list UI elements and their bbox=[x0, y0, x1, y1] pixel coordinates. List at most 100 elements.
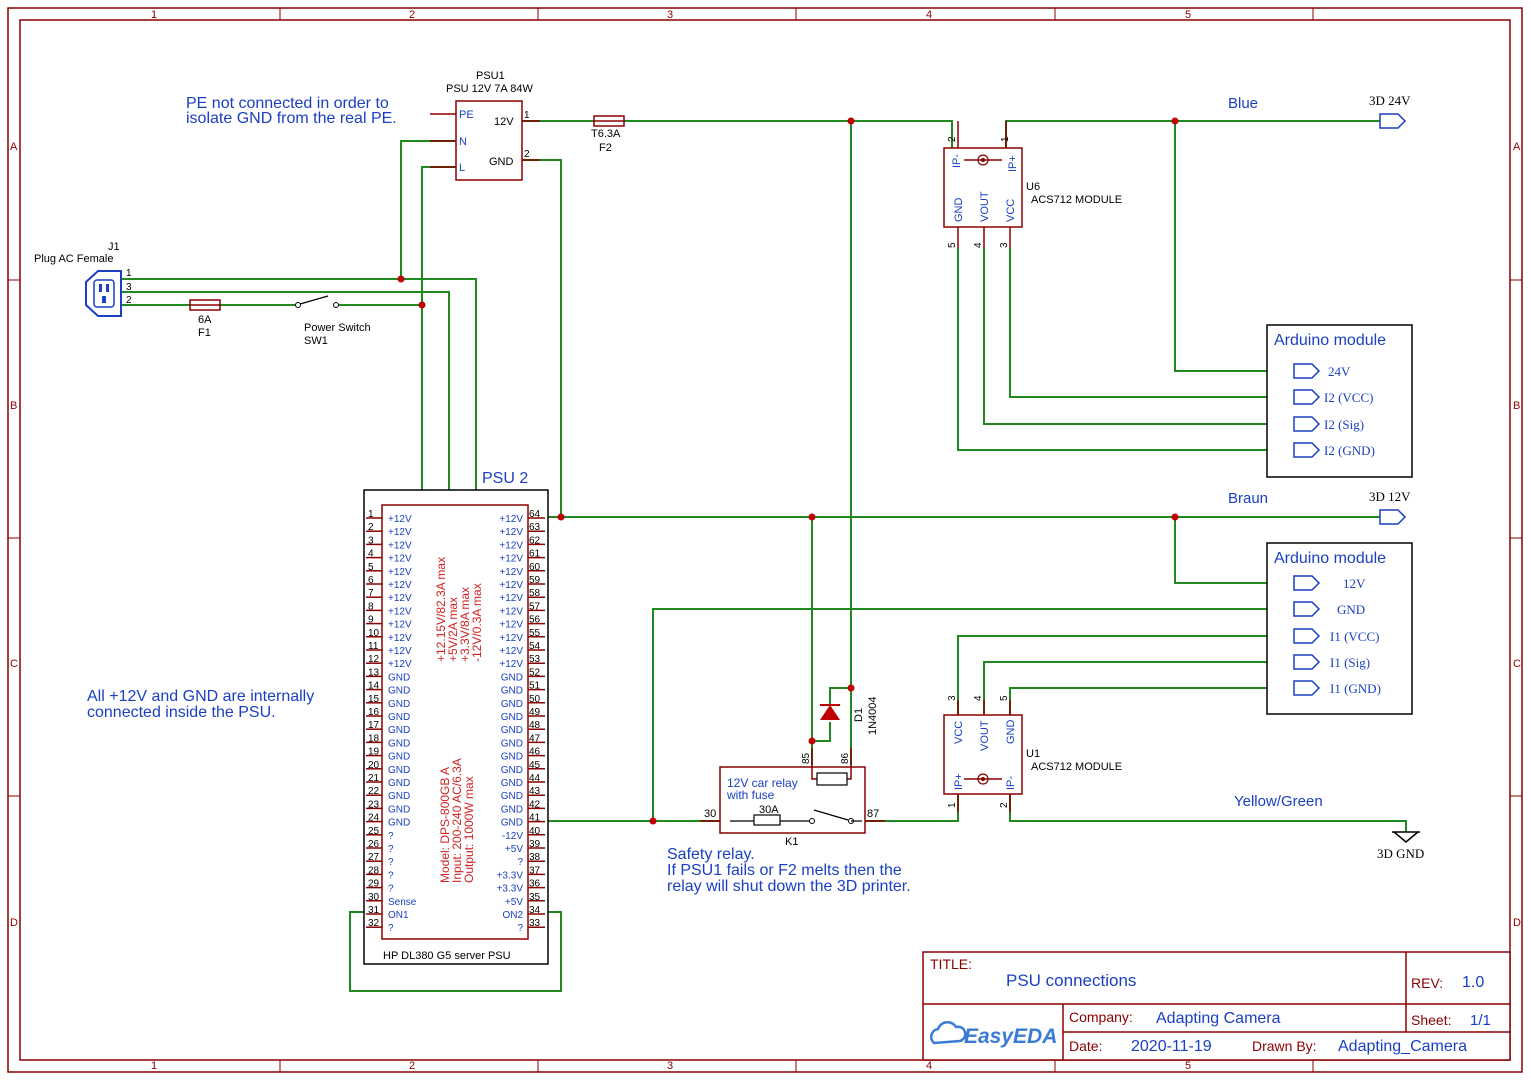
u1-num-2: 2 bbox=[999, 802, 1010, 808]
psu2-left-pin-label: +12V bbox=[388, 646, 412, 657]
note-psu-line-2: connected inside the PSU. bbox=[87, 704, 276, 721]
psu2-left-pin-num: 14 bbox=[368, 681, 380, 692]
psu2-left-pin-label: GND bbox=[388, 752, 410, 763]
psu2-ref: PSU 2 bbox=[482, 470, 528, 487]
psu2-right-pin-label: +12V bbox=[499, 580, 523, 591]
psu2-left-pin-label: +12V bbox=[388, 633, 412, 644]
psu1-pin-num-2: 2 bbox=[524, 149, 530, 160]
u6-pin-vout: VOUT bbox=[979, 191, 991, 222]
psu2-right-pin-num: 61 bbox=[529, 549, 541, 560]
psu1-component: PSU1 PSU 12V 7A 84W PE N L 12V GND 1 2 bbox=[430, 70, 540, 181]
psu2-spec-1-line-4: -12V/0.3A max bbox=[470, 583, 484, 662]
u6-name: ACS712 MODULE bbox=[1031, 194, 1122, 206]
junction-dots bbox=[397, 117, 1179, 825]
u6-acs712-module: IP- IP+ GND VOUT VCC 2 1 5 4 3 U6 ACS712… bbox=[943, 121, 1122, 248]
psu2-left-pin-label: GND bbox=[388, 725, 410, 736]
u6-ref: U6 bbox=[1026, 181, 1040, 193]
psu2-right-pin-num: 43 bbox=[529, 786, 541, 797]
psu2-right-pin-label: +12V bbox=[499, 514, 523, 525]
psu2-right-pin-label: +12V bbox=[499, 633, 523, 644]
note-relay-line-2: If PSU1 fails or F2 melts then the bbox=[667, 862, 902, 879]
psu1-name: PSU 12V 7A 84W bbox=[446, 83, 533, 95]
note-pe-line-2: isolate GND from the real PE. bbox=[186, 110, 397, 127]
u1-pin-ip-plus: IP+ bbox=[953, 773, 965, 790]
col-label-4-bottom: 4 bbox=[926, 1060, 932, 1072]
u1-num-3: 3 bbox=[947, 695, 958, 701]
u6-num-5: 5 bbox=[947, 242, 958, 248]
psu2-right-pin-label: +12V bbox=[499, 593, 523, 604]
j1-pin-2: 2 bbox=[126, 295, 132, 306]
psu2-right-pin-label: +5V bbox=[505, 897, 523, 908]
drawn-by-value: Adapting_Camera bbox=[1338, 1038, 1467, 1055]
psu2-left-pin-num: 21 bbox=[368, 773, 380, 784]
psu2-left-pin-num: 25 bbox=[368, 826, 380, 837]
psu2-right-pin-num: 60 bbox=[529, 562, 541, 573]
psu2-right-pin-num: 44 bbox=[529, 773, 541, 784]
psu2-right-pin-label: +12V bbox=[499, 646, 523, 657]
psu2-left-pin-label: ? bbox=[388, 857, 394, 868]
psu2-left-pin-num: 27 bbox=[368, 852, 380, 863]
row-label-c: C bbox=[10, 658, 18, 670]
psu2-left-pin-num: 26 bbox=[368, 839, 380, 850]
psu2-right-pin-label: +12V bbox=[499, 554, 523, 565]
psu2-right-pin-label: +12V bbox=[499, 659, 523, 670]
psu2-left-pin-label: GND bbox=[388, 778, 410, 789]
psu2-left-pin-label: +12V bbox=[388, 620, 412, 631]
psu2-left-pin-label: GND bbox=[388, 738, 410, 749]
psu2-right-pin-num: 52 bbox=[529, 667, 541, 678]
psu1-pin-12v: 12V bbox=[494, 116, 514, 128]
col-label-5: 5 bbox=[1185, 9, 1191, 21]
psu2-left-pin-label: ON1 bbox=[388, 910, 409, 921]
date-label: Date: bbox=[1069, 1038, 1102, 1054]
psu2-right-pin-label: GND bbox=[501, 712, 523, 723]
psu2-left-pin-num: 18 bbox=[368, 733, 380, 744]
j1-name: Plug AC Female bbox=[34, 253, 113, 265]
psu2-left-pin-num: 8 bbox=[368, 601, 374, 612]
psu2-spec-2-line-3: Output: 1000W max bbox=[462, 776, 476, 883]
psu2-left-pin-label: GND bbox=[388, 672, 410, 683]
psu1-ref: PSU1 bbox=[476, 70, 505, 82]
psu2-left-pin-label: ? bbox=[388, 831, 394, 842]
psu2-left-pin-label: GND bbox=[388, 686, 410, 697]
psu2-left-pin-num: 1 bbox=[368, 509, 374, 520]
psu2-left-pin-label: Sense bbox=[388, 897, 417, 908]
d1-ref: D1 bbox=[853, 708, 865, 722]
f2-fuse: T6.3A F2 bbox=[591, 115, 625, 154]
psu2-left-pin-label: ? bbox=[388, 884, 394, 895]
psu2-right-pin-label: GND bbox=[501, 791, 523, 802]
psu2-name: HP DL380 G5 server PSU bbox=[383, 950, 511, 962]
port-3d-12v: 3D 12V bbox=[1369, 489, 1411, 504]
psu2-right-pin-label: +3.3V bbox=[497, 870, 524, 881]
arduino2-pin-i1-vcc: I1 (VCC) bbox=[1330, 629, 1379, 644]
psu2-left-pin-num: 13 bbox=[368, 667, 380, 678]
sheet-frame bbox=[7, 7, 1523, 1073]
sw1-name: Power Switch bbox=[304, 322, 371, 334]
arduino1-title: Arduino module bbox=[1274, 332, 1386, 349]
arduino2-pin-i1-gnd: I1 (GND) bbox=[1330, 681, 1381, 696]
k1-name-1: 12V car relay bbox=[727, 776, 798, 790]
psu2-right-pin-label: +12V bbox=[499, 606, 523, 617]
row-label-b: B bbox=[10, 400, 17, 412]
row-label-a-right: A bbox=[1513, 141, 1521, 153]
psu2-right-pin-num: 57 bbox=[529, 601, 541, 612]
arduino1-pin-24v: 24V bbox=[1328, 364, 1351, 379]
psu2-left-pin-num: 10 bbox=[368, 628, 380, 639]
u1-acs712-module: VCC VOUT GND IP+ IP- 3 4 5 1 2 U1 ACS712… bbox=[943, 695, 1122, 812]
sw1-ref: SW1 bbox=[304, 335, 328, 347]
net-label-braun: Braun bbox=[1228, 490, 1268, 507]
sw1-power-switch: Power Switch SW1 bbox=[295, 295, 371, 347]
psu2-right-pin-label: -12V bbox=[502, 831, 523, 842]
psu1-pin-pe: PE bbox=[459, 109, 474, 121]
psu2-right-pin-label: +5V bbox=[505, 844, 523, 855]
psu2-right-pin-label: +12V bbox=[499, 540, 523, 551]
psu1-pin-num-1: 1 bbox=[524, 110, 530, 121]
psu2-left-pin-num: 29 bbox=[368, 879, 380, 890]
ground-symbol bbox=[1392, 831, 1420, 843]
rev-label: REV: bbox=[1411, 975, 1443, 991]
psu2-right-pin-label: +3.3V bbox=[497, 884, 524, 895]
rev-value: 1.0 bbox=[1462, 974, 1484, 991]
psu2-left-pin-num: 19 bbox=[368, 747, 380, 758]
u1-pin-gnd: GND bbox=[1005, 720, 1017, 745]
title-block: TITLE: PSU connections REV: 1.0 Company:… bbox=[922, 951, 1511, 1061]
psu2-left-pin-label: GND bbox=[388, 791, 410, 802]
